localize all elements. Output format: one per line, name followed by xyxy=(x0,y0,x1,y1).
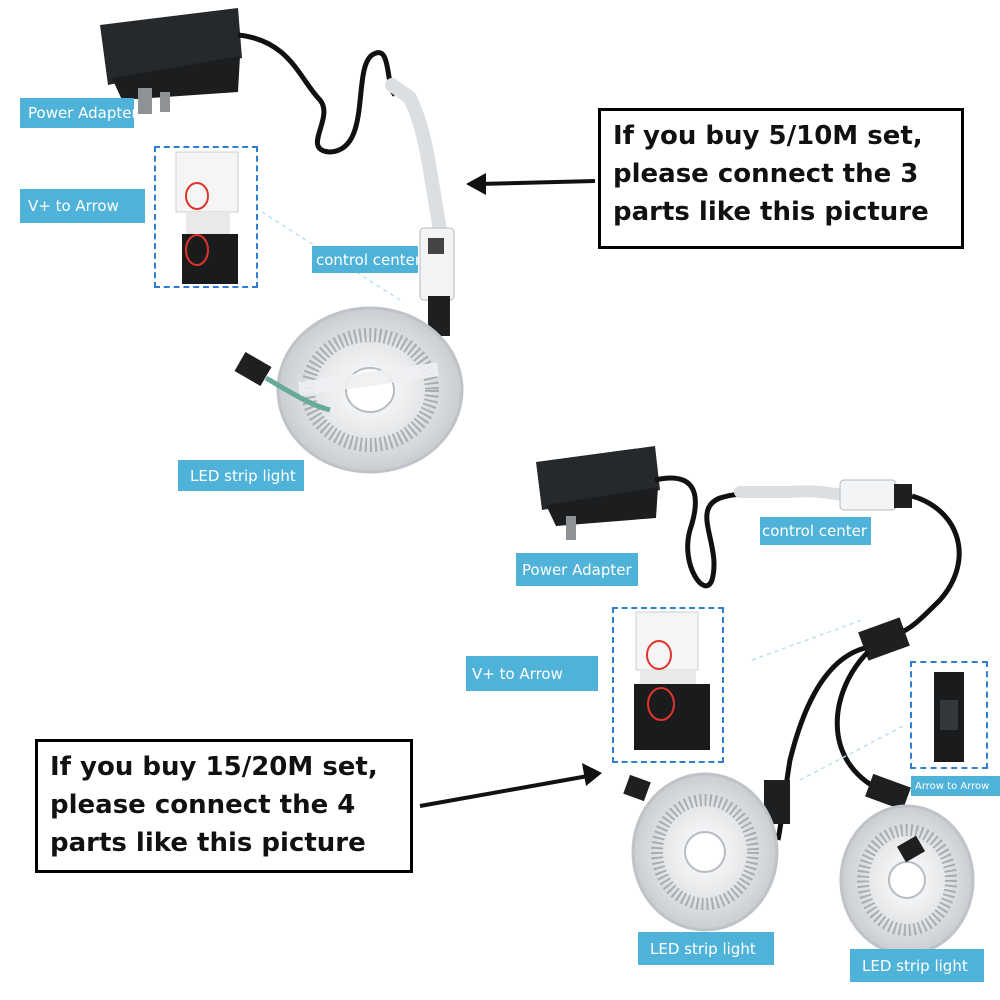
adapter-cable-2 xyxy=(654,475,761,589)
dc-plug-2 xyxy=(734,485,848,501)
callout-arrow-bottom xyxy=(419,774,589,808)
arrow-connector-closeup xyxy=(934,672,964,762)
inset-frame-bottom-right xyxy=(910,661,988,769)
power-adapter-image xyxy=(100,8,242,114)
led-reel-image-2 xyxy=(631,772,779,932)
label-v-plus-to-arrow-2: V+ to Arrow xyxy=(466,656,598,691)
callout-line: please connect the 4 xyxy=(50,790,356,820)
label-led-strip-light-3: LED strip light xyxy=(850,949,984,982)
splitter xyxy=(858,617,910,661)
callout-arrow-top xyxy=(477,179,596,186)
splitter-cable xyxy=(894,493,962,638)
label-v-plus-to-arrow: V+ to Arrow xyxy=(20,189,145,223)
led-reel-image-3 xyxy=(839,804,975,956)
connector-closeup-bottom xyxy=(634,611,710,750)
label-arrow-to-arrow: Arrow to Arrow xyxy=(911,776,1000,796)
connector-closeup-top xyxy=(175,151,239,284)
adapter-cable xyxy=(237,32,398,155)
label-led-strip-light: LED strip light xyxy=(178,460,304,491)
callout-line: parts like this picture xyxy=(50,828,366,858)
callout-line: parts like this picture xyxy=(613,197,929,227)
label-control-center: control center xyxy=(312,246,418,273)
power-adapter-image-2 xyxy=(536,446,660,540)
callout-line: please connect the 3 xyxy=(613,159,919,189)
label-power-adapter-2: Power Adapter xyxy=(516,553,638,586)
callout-line: If you buy 15/20M set, xyxy=(50,752,378,782)
led-reel-image xyxy=(276,306,464,474)
controller-image xyxy=(419,227,455,336)
label-led-strip-light-2: LED strip light xyxy=(638,932,774,965)
label-control-center-2: control center xyxy=(760,517,871,545)
callout-5-10m-set: If you buy 5/10M set, please connect the… xyxy=(598,108,964,249)
inset-frame-bottom-left xyxy=(612,607,724,763)
controller-image-2 xyxy=(839,479,912,511)
dc-plug xyxy=(385,78,447,237)
label-power-adapter: Power Adapter xyxy=(20,98,134,128)
rgb-connector xyxy=(234,351,272,387)
callout-15-20m-set: If you buy 15/20M set, please connect th… xyxy=(35,739,413,873)
inset-frame-top xyxy=(154,146,258,288)
callout-line: If you buy 5/10M set, xyxy=(613,121,923,151)
